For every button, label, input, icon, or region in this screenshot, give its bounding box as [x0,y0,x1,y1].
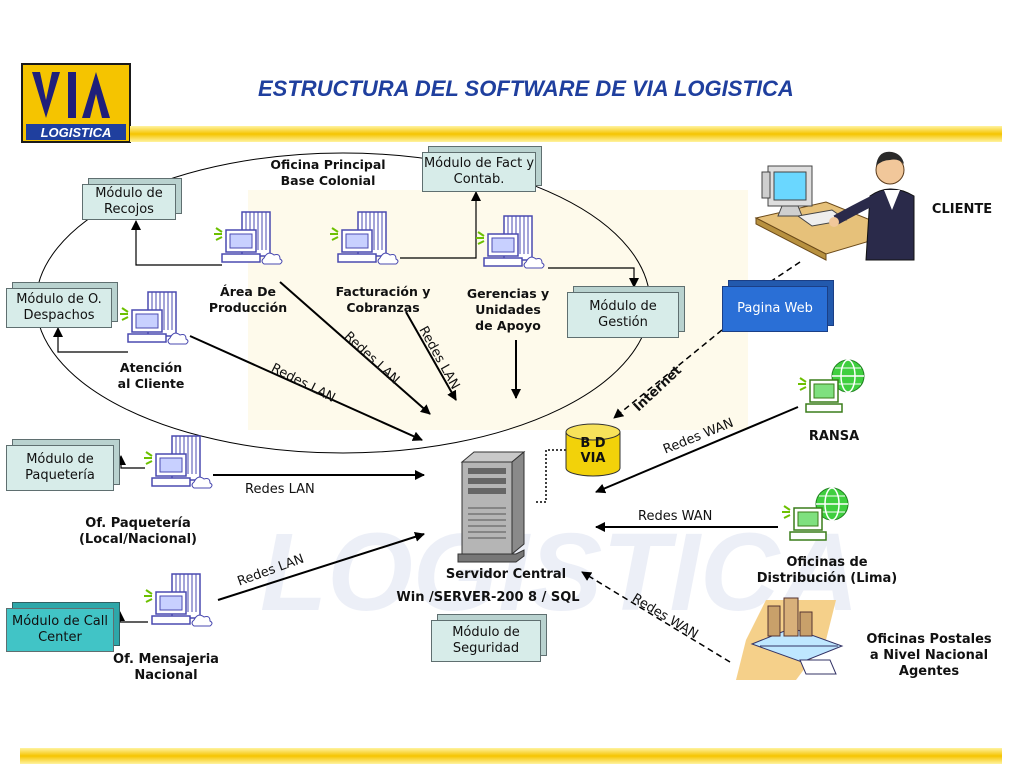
label-of-paqueteria: Of. Paquetería (Local/Nacional) [78,516,197,547]
module-recojos: Módulo de Recojos [82,184,176,220]
label-win-server: Win /SERVER-200 8 / SQL [396,590,580,605]
paqueteria-pc-icon [143,435,213,489]
watermark-text: LOGISTICA [260,511,859,634]
label-atencion: Atención al Cliente [117,360,185,391]
module-call-center: Módulo de Call Center [6,608,114,652]
module-gestion: Módulo de Gestión [567,292,679,338]
postal-office-icon [736,597,844,680]
via-logistica-logo: LOGISTICA [21,63,131,143]
page-title: ESTRUCTURA DEL SOFTWARE DE VIA LOGISTICA [258,76,794,101]
server-icon [457,450,526,563]
database-label: B D VIA [580,436,606,466]
label-ransa: RANSA [808,429,860,444]
database-icon [565,423,621,477]
label-area-produccion: Área De Producción [208,284,288,315]
label-oficinas-postales: Oficinas Postales a Nivel Nacional Agent… [866,632,992,679]
client-user-icon [754,151,915,261]
pagina-web-box: Pagina Web [722,286,828,332]
module-paqueteria: Módulo de Paquetería [6,445,114,491]
mensajeria-pc-icon [143,573,213,627]
atencion-pc-icon [119,291,189,345]
module-seguridad: Módulo de Seguridad [431,620,541,662]
net-label-lan-paqueteria: Redes LAN [245,482,315,497]
label-oficinas-distribucion: Oficinas de Distribución (Lima) [756,555,898,586]
label-facturacion: Facturación y Cobranzas [335,284,431,315]
footer-gold-bar [20,748,1002,764]
connectors [53,191,801,663]
header-gold-bar [130,126,1002,142]
label-of-mensajeria: Of. Mensajeria Nacional [113,652,219,683]
label-servidor: Servidor Central [445,567,567,582]
database-label-wrap: B D VIA [566,424,620,474]
label-oficina-principal: Oficina Principal Base Colonial [270,157,386,188]
ransa-globe-pc-icon [797,359,865,413]
label-gerencias: Gerencias y Unidades de Apoyo [466,286,550,333]
net-label-wan-distribucion: Redes WAN [638,509,713,524]
module-fact-contab: Módulo de Fact y Contab. [422,152,536,192]
label-cliente: CLIENTE [931,202,993,217]
logo-word: LOGISTICA [41,125,112,140]
module-despachos: Módulo de O. Despachos [6,288,112,328]
